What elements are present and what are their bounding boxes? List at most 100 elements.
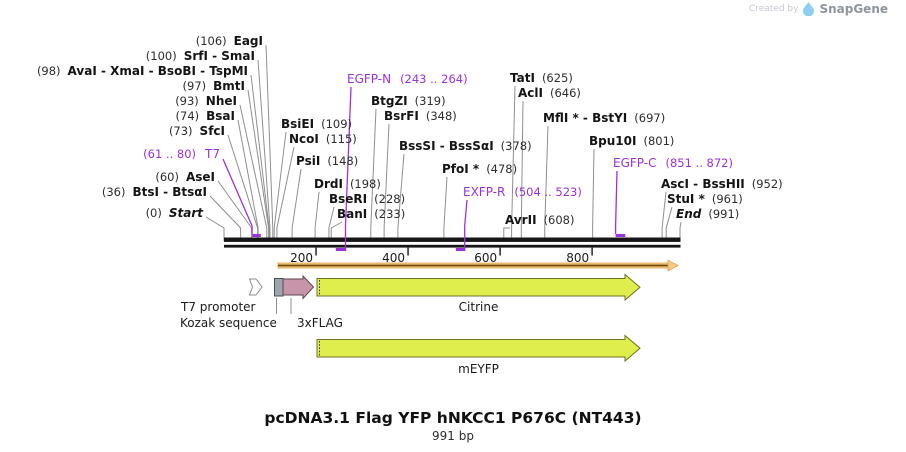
ruler-tick-label: 800	[566, 251, 590, 265]
site-name: PfoI *	[442, 162, 480, 176]
site-position: (73)	[168, 124, 193, 138]
site-label-BtsI-Bts-I: (36) BtsI - BtsαI	[102, 186, 207, 199]
site-label-AseI: (60) AseI	[155, 171, 215, 184]
site-name: NheI	[205, 94, 237, 108]
site-position: (348)	[425, 109, 457, 123]
site-name: AscI - BssHII	[661, 177, 745, 191]
leader-line-BanI	[330, 221, 343, 241]
site-position: (478)	[486, 162, 518, 176]
snapgene-badge: Created by SnapGene	[749, 2, 888, 16]
site-label-BseRI: BseRI(228)	[329, 193, 405, 206]
site-name: EGFP-N	[347, 72, 392, 86]
site-label-BmtI: (97)BmtI	[183, 80, 245, 93]
site-name: EGFP-C	[613, 156, 657, 170]
site-label-AvaI-XmaI-BsoBI-TspMI: (98)AvaI - XmaI - BsoBI - TspMI	[37, 65, 248, 78]
t7-promoter-shape	[248, 278, 263, 296]
leader-line-StuI-	[665, 206, 673, 241]
site-name: T7	[205, 147, 220, 161]
ruler-tick-label: 200	[290, 251, 314, 265]
site-position: (233)	[374, 207, 406, 221]
site-name: BsiEI	[281, 117, 315, 131]
site-position: (198)	[349, 177, 381, 191]
primer-bar-T7	[252, 234, 261, 237]
site-name: MflI * - BstYI	[543, 111, 628, 125]
leader-line-BseRI	[328, 206, 335, 241]
site-name: BssSI - BssSαI	[399, 139, 494, 153]
site-label-BanI: BanI(233)	[337, 208, 405, 221]
site-position: (61 .. 80)	[143, 147, 197, 161]
site-name: NcoI	[289, 132, 319, 146]
map-title: pcDNA3.1 Flag YFP hNKCC1 P676C (NT443)	[264, 409, 642, 427]
primer-label-T7: (61 .. 80) T7	[143, 148, 220, 161]
map-length: 991 bp	[432, 429, 474, 443]
site-name: AvaI - XmaI - BsoBI - TspMI	[67, 64, 248, 78]
site-position: (100)	[145, 49, 177, 63]
feature-label-citrine: Citrine	[458, 300, 499, 314]
site-label-SfcI: (73) SfcI	[169, 125, 225, 138]
site-name: AseI	[185, 170, 215, 184]
primer-bar-EXFP-R	[455, 248, 465, 251]
site-position: (115)	[325, 132, 357, 146]
orf-arrow-head	[667, 259, 679, 272]
site-label-BsrFI: BsrFI(348)	[384, 110, 457, 123]
leader-line-BssSI-BssS-I	[397, 153, 405, 241]
site-name: AclI	[518, 86, 543, 100]
site-position: (961)	[711, 192, 743, 206]
leader-line-NheI	[239, 104, 268, 241]
primer-bar-EGFP-C	[615, 234, 626, 237]
site-position: (801)	[643, 134, 675, 148]
site-position: (97)	[182, 79, 207, 93]
site-label-Bpu10I: Bpu10I(801)	[589, 135, 674, 148]
site-name: End	[676, 207, 702, 221]
leader-line-PsiI	[291, 168, 302, 241]
site-position: (697)	[634, 111, 666, 125]
leader-line-Start	[205, 216, 225, 241]
ruler-tick-label: 600	[474, 251, 498, 265]
citrine-arrow	[316, 273, 641, 302]
site-name: AvrII	[505, 213, 537, 227]
feature-label-t7-promoter: T7 promoter	[181, 300, 256, 314]
site-position: (319)	[414, 94, 446, 108]
site-label-BsiEI: BsiEI (109)	[281, 118, 352, 131]
site-label-MflI-BstYI: MflI * - BstYI (697)	[543, 112, 665, 125]
site-name: StuI *	[667, 192, 705, 206]
site-label-TatI: TatI (625)	[510, 72, 573, 85]
sequence-line-bottom	[224, 244, 681, 248]
site-name: EagI	[233, 34, 263, 48]
site-label-PsiI: PsiI(148)	[296, 155, 358, 168]
feature-label-3xflag: 3xFLAG	[297, 316, 343, 330]
site-name: DrdI	[314, 177, 343, 191]
flag-arrow	[282, 274, 315, 300]
site-name: BtsI - BtsαI	[132, 185, 207, 199]
site-label-EagI: (106)EagI	[196, 35, 263, 48]
leader-line-DrdI	[314, 191, 320, 241]
site-position: (243 .. 264)	[400, 72, 468, 86]
site-name: SfcI	[199, 124, 225, 138]
site-name: EXFP-R	[463, 185, 506, 199]
ruler-tick-label: 400	[382, 251, 406, 265]
site-name: Start	[168, 206, 203, 220]
site-position: (625)	[541, 71, 573, 85]
leader-line-AclI	[520, 100, 524, 241]
site-name: BsaI	[206, 109, 235, 123]
leader-line-BmtI	[247, 89, 270, 241]
site-label-End: End(991)	[676, 208, 739, 221]
site-label-NcoI: NcoI (115)	[289, 133, 357, 146]
primer-leader-T7	[222, 158, 253, 234]
leader-line-AvrII	[503, 227, 510, 241]
site-label-PfoI-: PfoI * (478)	[442, 163, 517, 176]
site-position: (60)	[155, 170, 179, 184]
site-position: (36)	[101, 185, 126, 199]
site-name: TatI	[510, 71, 535, 85]
site-label-BsaI: (74)BsaI	[176, 110, 235, 123]
site-label-AvrII: AvrII(608)	[505, 214, 574, 227]
sequence-line-top	[224, 237, 681, 242]
primer-label-EGFP-C: EGFP-C(851 .. 872)	[613, 157, 733, 170]
primer-leader-EGFP-C	[614, 170, 618, 234]
site-position: (0)	[145, 206, 162, 220]
snapgene-logo-icon	[803, 2, 815, 16]
site-position: (109)	[321, 117, 353, 131]
site-position: (646)	[549, 86, 581, 100]
site-name: PsiI	[296, 154, 321, 168]
